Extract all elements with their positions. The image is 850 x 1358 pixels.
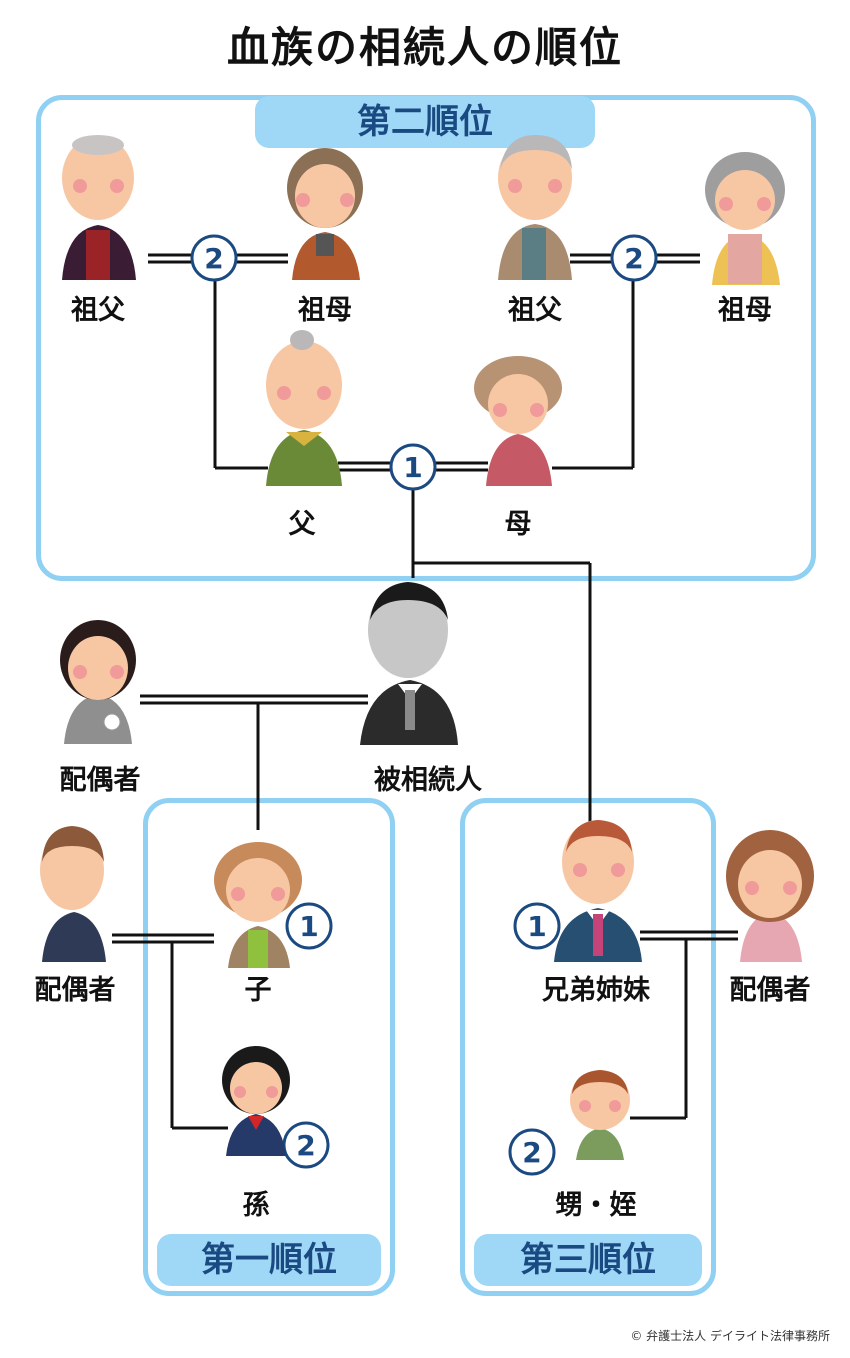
page-title: 血族の相続人の順位	[226, 23, 623, 72]
label-sibling: 兄弟姉妹	[542, 975, 650, 1006]
label-grandfather-right: 祖父	[508, 295, 562, 326]
label-mother: 母	[504, 509, 532, 540]
rank-grandchild: 2	[296, 1129, 315, 1162]
father-figure	[266, 330, 342, 486]
grandmother-left-figure	[287, 148, 363, 280]
label-grandmother-right: 祖母	[718, 295, 772, 326]
rank-grand-left: 2	[204, 242, 223, 275]
rank-circle-grand-right	[610, 234, 658, 282]
group-box-second	[36, 95, 816, 581]
label-spouse-right: 配偶者	[729, 975, 811, 1006]
sibling-figure	[554, 820, 642, 962]
label-father: 父	[288, 509, 316, 540]
deceased-figure	[360, 582, 458, 745]
label-nephew-niece: 甥・姪	[555, 1190, 637, 1221]
rank-circle-nephew	[508, 1128, 556, 1176]
label-grandmother-left: 祖母	[298, 295, 352, 326]
grandchild-figure	[222, 1046, 290, 1156]
rank-circle-sibling	[513, 902, 561, 950]
group-tag-first: 第一順位	[157, 1234, 381, 1286]
spouse-left-figure	[40, 826, 106, 962]
label-child: 子	[244, 975, 272, 1006]
label-grandchild: 孫	[242, 1190, 270, 1221]
rank-child: 1	[299, 910, 318, 943]
rank-nephew: 2	[522, 1136, 541, 1169]
rank-circle-child	[285, 902, 333, 950]
credit-text: © 弁護士法人 デイライト法律事務所	[630, 1329, 830, 1343]
rank-circle-parents	[389, 443, 437, 491]
rank-grand-right: 2	[624, 242, 643, 275]
rank-circle-grand-left	[190, 234, 238, 282]
nephew-figure	[570, 1070, 630, 1160]
spouse-right-figure	[726, 830, 814, 962]
grandmother-right-figure	[705, 152, 785, 285]
label-spouse-top: 配偶者	[59, 765, 141, 796]
spouse-top-figure	[60, 620, 136, 744]
group-tag-third: 第三順位	[474, 1234, 702, 1286]
rank-sibling: 1	[527, 910, 546, 943]
label-deceased: 被相続人	[374, 765, 482, 796]
grandfather-left-figure	[62, 135, 136, 280]
grandfather-right-figure	[498, 135, 572, 280]
label-spouse-left: 配偶者	[34, 975, 116, 1006]
child-figure	[214, 842, 302, 968]
label-grandfather-left: 祖父	[71, 295, 125, 326]
rank-parents: 1	[403, 451, 422, 484]
mother-figure	[474, 356, 562, 486]
